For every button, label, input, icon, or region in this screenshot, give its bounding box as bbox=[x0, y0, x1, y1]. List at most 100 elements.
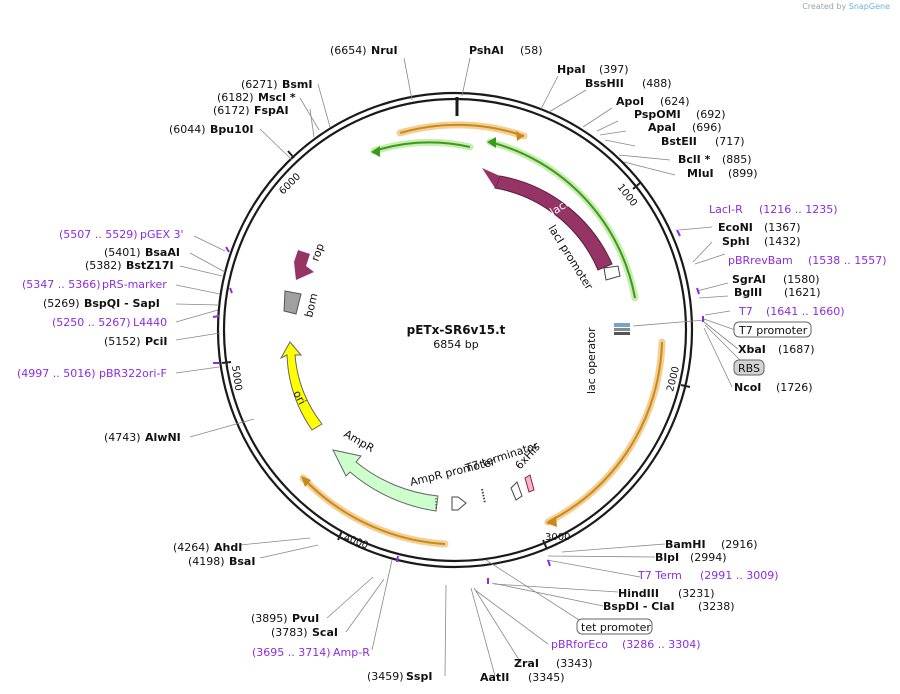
primer-prs-marker[interactable]: (5347 .. 5366) pRS-marker bbox=[22, 278, 167, 291]
svg-text:(1432): (1432) bbox=[764, 235, 801, 248]
enzyme-bsteii[interactable]: BstEII (717) bbox=[661, 135, 745, 148]
enzyme-scai[interactable]: (3783) ScaI bbox=[271, 626, 338, 639]
lac-operator-feature[interactable]: lac operator bbox=[585, 323, 630, 394]
svg-text:Bpu10I: Bpu10I bbox=[210, 123, 254, 136]
enzyme-mlui[interactable]: MluI (899) bbox=[687, 167, 758, 180]
svg-text:BamHI: BamHI bbox=[665, 538, 706, 551]
enzyme-aatii[interactable]: AatII (3345) bbox=[480, 671, 565, 684]
ori-feature[interactable]: ori bbox=[279, 341, 323, 431]
rop-label: rop bbox=[309, 242, 327, 263]
enzyme-pspomi[interactable]: PspOMI (692) bbox=[634, 108, 726, 121]
svg-text:(397): (397) bbox=[599, 63, 629, 76]
enzyme-blpi[interactable]: BlpI (2994) bbox=[655, 551, 727, 564]
svg-text:(3345): (3345) bbox=[528, 671, 565, 684]
svg-text:BlpI: BlpI bbox=[655, 551, 679, 564]
enzyme-sgrai[interactable]: SgrAI (1580) bbox=[732, 273, 820, 286]
enzyme-bspdi-clai[interactable]: BspDI - ClaI (3238) bbox=[603, 600, 735, 613]
svg-text:(4264): (4264) bbox=[173, 541, 210, 554]
svg-text:(6271): (6271) bbox=[241, 78, 278, 91]
svg-text:(4997 .. 5016): (4997 .. 5016) bbox=[17, 367, 96, 380]
enzyme-hpai[interactable]: HpaI (397) bbox=[557, 63, 629, 76]
enzyme-apoi[interactable]: ApoI (624) bbox=[616, 95, 690, 108]
primer-laci-r[interactable]: LacI-R (1216 .. 1235) bbox=[709, 203, 838, 216]
primer-pbrforeco[interactable]: pBRforEco (3286 .. 3304) bbox=[551, 638, 701, 651]
enzyme-pshai[interactable]: PshAI (58) bbox=[469, 44, 543, 57]
svg-text:AatII: AatII bbox=[480, 671, 509, 684]
enzyme-bcli[interactable]: BclI * (885) bbox=[678, 153, 752, 166]
svg-text:(3238): (3238) bbox=[698, 600, 735, 613]
primer-pbr322ori-f[interactable]: (4997 .. 5016) pBR322ori-F bbox=[17, 367, 167, 380]
svg-text:(885): (885) bbox=[722, 153, 752, 166]
enzyme-hindiii[interactable]: HindIII (3231) bbox=[618, 587, 715, 600]
lacI-feature[interactable]: lacI bbox=[482, 168, 613, 271]
svg-text:BstZ17I: BstZ17I bbox=[126, 259, 174, 272]
enzyme-pcii[interactable]: (5152) PciI bbox=[104, 335, 167, 348]
svg-text:(3895): (3895) bbox=[251, 612, 288, 625]
svg-text:(1216 .. 1235): (1216 .. 1235) bbox=[759, 203, 838, 216]
tick-5000: 5000 bbox=[229, 365, 243, 392]
plasmid-length: 6854 bp bbox=[433, 338, 478, 351]
svg-text:(5382): (5382) bbox=[85, 259, 122, 272]
tick-6000: 6000 bbox=[277, 171, 303, 197]
bom-feature[interactable]: bom bbox=[283, 290, 320, 319]
enzyme-bsshii[interactable]: BssHII (488) bbox=[585, 77, 672, 90]
svg-text:BspDI - ClaI: BspDI - ClaI bbox=[603, 600, 675, 613]
svg-text:BstEII: BstEII bbox=[661, 135, 697, 148]
enzyme-alwni[interactable]: (4743) AlwNI bbox=[104, 431, 181, 444]
enzyme-bamhi[interactable]: BamHI (2916) bbox=[665, 538, 758, 551]
svg-text:MscI *: MscI * bbox=[258, 91, 296, 104]
svg-text:PvuI: PvuI bbox=[292, 612, 319, 625]
snapgene-credit: Created by SnapGene bbox=[802, 2, 890, 11]
enzyme-bspqi-sapi[interactable]: (5269) BspQI - SapI bbox=[43, 297, 160, 310]
rop-feature[interactable]: rop bbox=[294, 242, 327, 280]
enzyme-xbai[interactable]: XbaI (1687) bbox=[738, 343, 815, 356]
feature-t7-promoter[interactable]: T7 promoter bbox=[733, 321, 812, 338]
svg-text:BspQI - SapI: BspQI - SapI bbox=[84, 297, 160, 310]
primer-pgex-3[interactable]: (5507 .. 5529) pGEX 3' bbox=[59, 228, 184, 241]
svg-text:PspOMI: PspOMI bbox=[634, 108, 681, 121]
svg-text:BsmI: BsmI bbox=[282, 78, 313, 91]
enzyme-bsai[interactable]: (4198) BsaI bbox=[188, 555, 255, 568]
svg-text:(2994): (2994) bbox=[690, 551, 727, 564]
enzyme-bglii[interactable]: BglII (1621) bbox=[734, 286, 821, 299]
enzyme-bsaai[interactable]: (5401) BsaAI bbox=[104, 246, 180, 259]
enzyme-bpu10i[interactable]: (6044) Bpu10I bbox=[169, 123, 254, 136]
enzyme-nrui[interactable]: (6654) NruI bbox=[330, 44, 398, 57]
svg-text:SgrAI: SgrAI bbox=[732, 273, 766, 286]
svg-text:(3286 .. 3304): (3286 .. 3304) bbox=[622, 638, 701, 651]
svg-text:(5401): (5401) bbox=[104, 246, 141, 259]
svg-text:pGEX 3': pGEX 3' bbox=[140, 228, 184, 241]
primer-t7-term[interactable]: T7 Term (2991 .. 3009) bbox=[637, 569, 779, 582]
enzyme-ahdi[interactable]: (4264) AhdI bbox=[173, 541, 242, 554]
enzyme-zrai[interactable]: ZraI (3343) bbox=[514, 657, 593, 670]
svg-text:BglII: BglII bbox=[734, 286, 762, 299]
svg-text:pBRrevBam: pBRrevBam bbox=[728, 254, 793, 267]
feature-tet-promoter[interactable]: tet promoter bbox=[576, 618, 653, 635]
enzyme-sphi[interactable]: SphI (1432) bbox=[722, 235, 801, 248]
primer-pbrrevbam[interactable]: pBRrevBam (1538 .. 1557) bbox=[728, 254, 887, 267]
ampr-feature[interactable]: AmpR bbox=[332, 427, 439, 512]
enzyme-sspi[interactable]: (3459) SspI bbox=[367, 670, 432, 683]
enzyme-msci[interactable]: (6182) MscI * bbox=[217, 91, 296, 104]
leader-lines bbox=[175, 57, 751, 677]
svg-text:(717): (717) bbox=[715, 135, 745, 148]
primer-t7[interactable]: T7 (1641 .. 1660) bbox=[738, 305, 845, 318]
primer-amp-r[interactable]: (3695 .. 3714) Amp-R bbox=[252, 646, 370, 659]
enzyme-fspai[interactable]: (6172) FspAI bbox=[213, 104, 289, 117]
enzyme-pvui[interactable]: (3895) PvuI bbox=[251, 612, 319, 625]
svg-text:(3231): (3231) bbox=[678, 587, 715, 600]
svg-text:ZraI: ZraI bbox=[514, 657, 539, 670]
svg-text:(2916): (2916) bbox=[721, 538, 758, 551]
bom-label: bom bbox=[302, 292, 320, 319]
enzyme-bsmi[interactable]: (6271) BsmI bbox=[241, 78, 313, 91]
enzyme-bstz17i[interactable]: (5382) BstZ17I bbox=[85, 259, 174, 272]
enzyme-ncoi[interactable]: NcoI (1726) bbox=[734, 381, 813, 394]
feature-rbs[interactable]: RBS bbox=[733, 359, 765, 376]
svg-text:pBRforEco: pBRforEco bbox=[551, 638, 608, 651]
svg-text:LacI-R: LacI-R bbox=[709, 203, 743, 216]
svg-text:(1641 .. 1660): (1641 .. 1660) bbox=[766, 305, 845, 318]
enzyme-econi[interactable]: EcoNI (1367) bbox=[718, 221, 801, 234]
svg-text:(5250 .. 5267): (5250 .. 5267) bbox=[52, 316, 131, 329]
primer-l4440[interactable]: (5250 .. 5267) L4440 bbox=[52, 316, 167, 329]
enzyme-apai[interactable]: ApaI (696) bbox=[648, 121, 722, 134]
